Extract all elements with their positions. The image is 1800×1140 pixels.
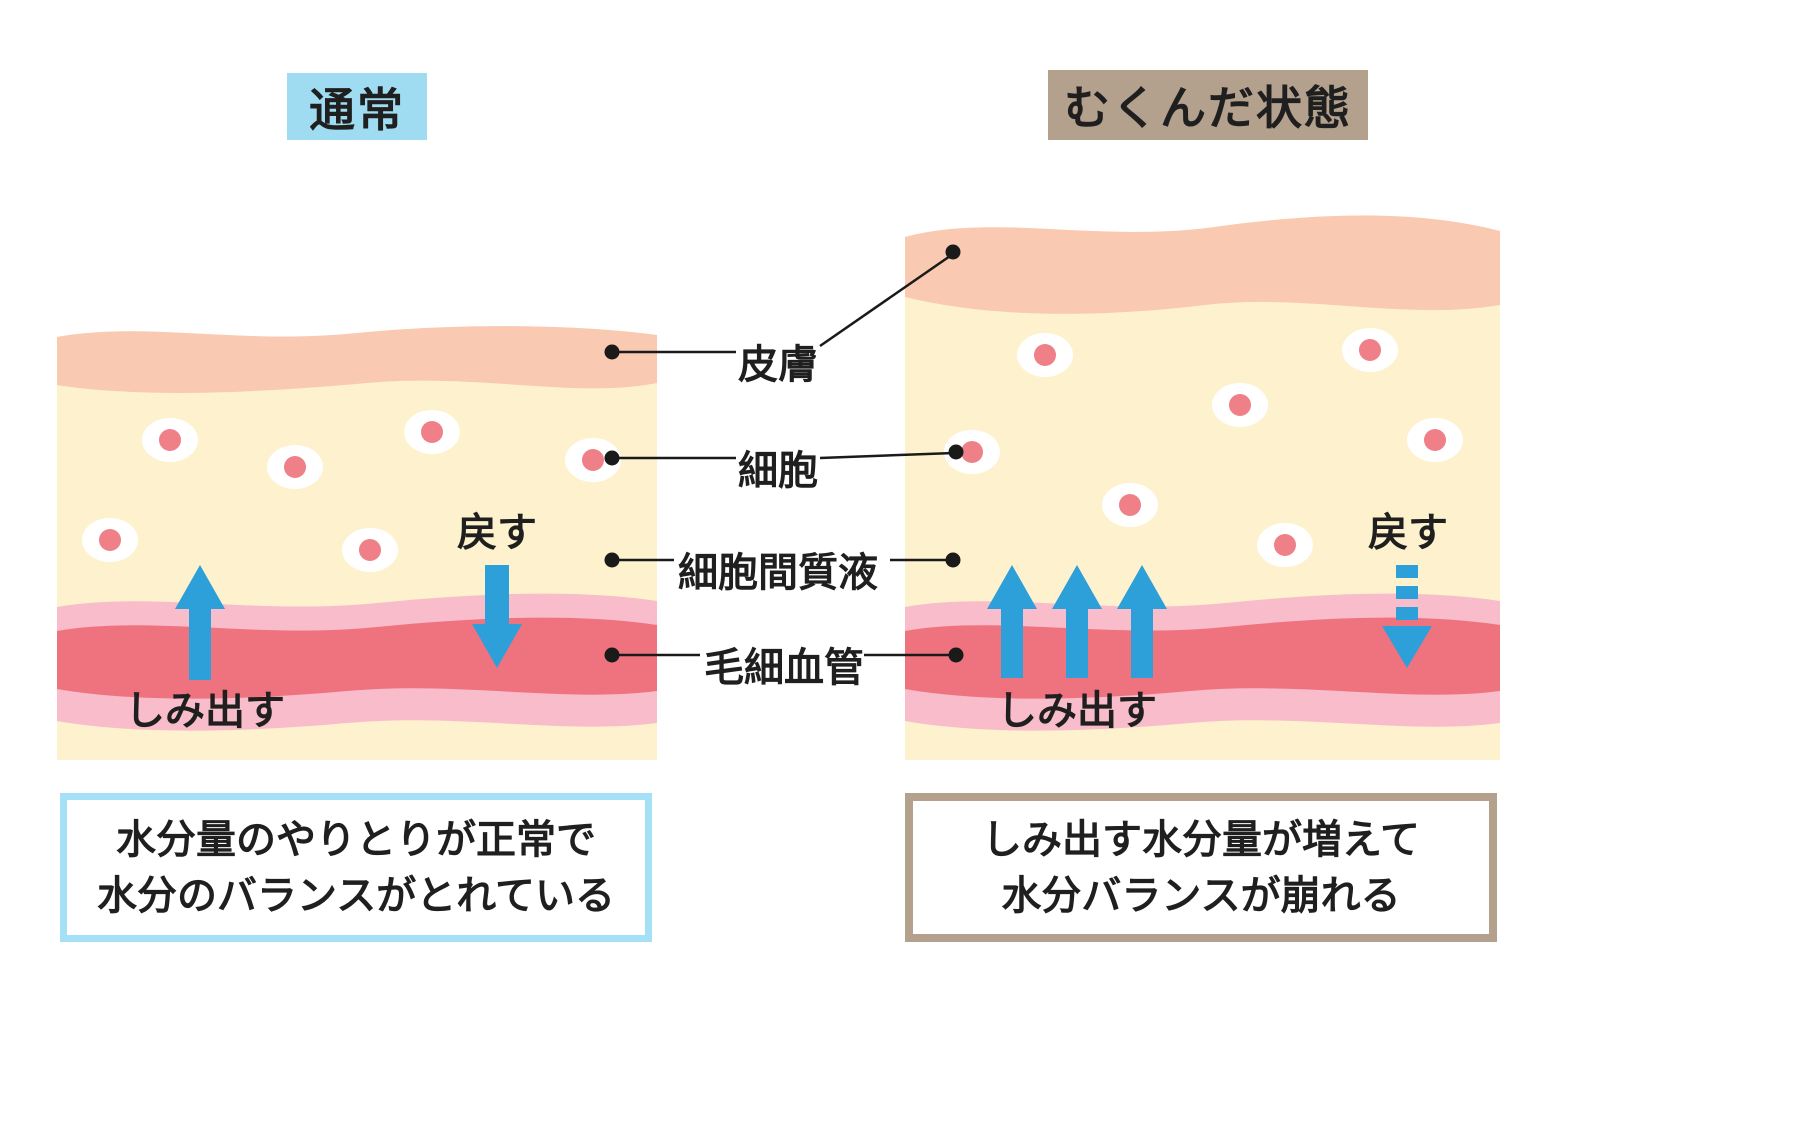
cell bbox=[1407, 418, 1463, 462]
seep-out-label-normal: しみ出す bbox=[125, 689, 285, 733]
cell bbox=[565, 438, 621, 482]
return-down-arrow bbox=[472, 565, 522, 668]
connector-line bbox=[612, 252, 955, 657]
return-down-arrow-dashed bbox=[1382, 565, 1432, 668]
capillary-band bbox=[905, 617, 1500, 699]
cell bbox=[944, 430, 1000, 474]
seep-up-arrow bbox=[1052, 565, 1102, 678]
caption-line: 水分量のやりとりが正常で bbox=[116, 817, 596, 862]
normal-skin-diagram bbox=[57, 326, 657, 760]
caption-line: しみ出す水分量が増えて bbox=[982, 817, 1420, 862]
seep-up-arrow bbox=[1117, 565, 1167, 678]
cell bbox=[1102, 483, 1158, 527]
return-label-swollen: 戻す bbox=[1368, 511, 1448, 555]
swollen-skin-diagram bbox=[905, 215, 1500, 760]
cell bbox=[404, 410, 460, 454]
caption-line: 水分のバランスがとれている bbox=[97, 873, 615, 918]
skin-label: 皮膚 bbox=[738, 343, 818, 387]
connector-dot bbox=[604, 244, 964, 663]
cell bbox=[342, 528, 398, 572]
cell bbox=[1212, 383, 1268, 427]
cell bbox=[82, 518, 138, 562]
epidermis-layer bbox=[57, 326, 657, 393]
normal-panel-title: 通常 bbox=[287, 73, 427, 140]
seep-out-label-swollen: しみ出す bbox=[997, 689, 1157, 733]
seep-up-arrow bbox=[175, 565, 225, 680]
cell bbox=[142, 418, 198, 462]
cell bbox=[1017, 333, 1073, 377]
normal-caption-box: 水分量のやりとりが正常で 水分のバランスがとれている bbox=[60, 793, 652, 942]
epidermis-layer bbox=[905, 215, 1500, 314]
interstitial-fluid-label: 細胞間質液 bbox=[678, 551, 878, 595]
caption-line: 水分バランスが崩れる bbox=[1001, 873, 1401, 918]
cell bbox=[267, 445, 323, 489]
seep-up-arrow bbox=[987, 565, 1037, 678]
swollen-caption-box: しみ出す水分量が増えて 水分バランスが崩れる bbox=[905, 793, 1497, 942]
cell bbox=[1257, 523, 1313, 567]
swollen-panel-title: むくんだ状態 bbox=[1048, 70, 1368, 140]
capillary-label: 毛細血管 bbox=[704, 646, 864, 690]
cell-label: 細胞 bbox=[738, 449, 818, 493]
cell bbox=[1342, 328, 1398, 372]
return-label-normal: 戻す bbox=[457, 511, 537, 555]
